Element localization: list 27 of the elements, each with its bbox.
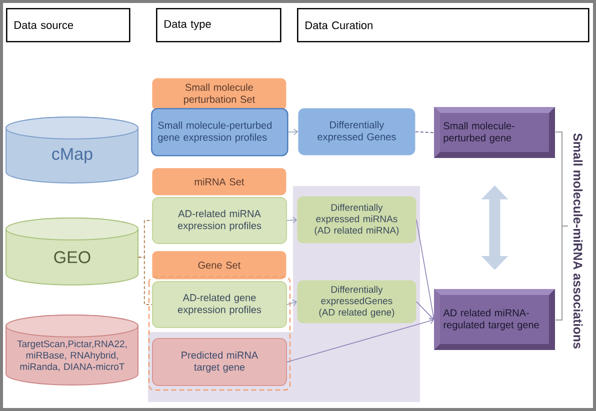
connector-line	[414, 131, 434, 134]
connector-line	[138, 256, 152, 305]
rounded-box: AD-related gene expression profiles	[152, 280, 287, 328]
arrow	[416, 301, 434, 320]
rounded-box: Differentially expressed Genes	[298, 108, 416, 156]
rounded-box: Gene Set	[152, 251, 286, 280]
vertical-label: Small molecule-miRNA associations	[573, 133, 583, 348]
database-cylinder: cMap	[6, 116, 138, 184]
arrow	[286, 300, 297, 306]
arrow	[416, 219, 437, 320]
header-box: Data source	[6, 8, 130, 42]
rounded-box: Differentially expressedGenes (AD related gene)	[297, 280, 416, 324]
bevel-box: AD related miRNA-regulated target gene	[434, 288, 555, 350]
header-box: Data type	[156, 8, 282, 42]
rounded-box: Predicted miRNA target gene	[152, 338, 287, 386]
rounded-box: Small molecule perturbation Set	[152, 78, 286, 110]
rounded-box: Differentially expressed miRNAs (AD related miRNA)	[297, 196, 416, 244]
header-box: Data Curation	[297, 8, 590, 42]
rounded-box: AD-related miRNA expression profiles	[152, 196, 287, 244]
arrow	[288, 128, 298, 136]
arrow	[286, 216, 297, 224]
database-cylinder: TargetScan,Pictar,RNA22, miRBase, RNAhybrid, miRanda, DIANA-microT	[6, 314, 138, 386]
bevel-box: Small molecule-perturbed gene	[434, 107, 555, 158]
arrow	[286, 318, 434, 362]
rounded-box: Small molecule-perturbed gene expression profiles	[151, 108, 288, 156]
database-cylinder: GEO	[6, 218, 138, 286]
rounded-box: miRNA Set	[152, 168, 286, 196]
